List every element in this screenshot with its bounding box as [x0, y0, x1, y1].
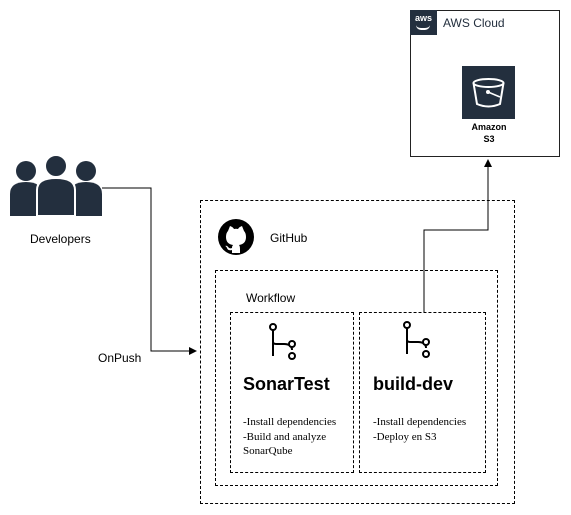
deploy-connector — [423, 159, 492, 312]
job-step: -Deploy en S3 — [373, 430, 437, 443]
job-build-dev — [359, 312, 486, 473]
job-title: SonarTest — [243, 374, 330, 394]
job-steps: -Install dependencies -Build and analyze… — [243, 415, 336, 459]
onpush-connector — [102, 187, 197, 355]
aws-cloud-group — [410, 10, 560, 157]
github-icon — [218, 219, 254, 260]
job-step: SonarQube — [243, 445, 293, 457]
aws-cloud-title: AWS Cloud — [443, 16, 505, 30]
github-group — [200, 200, 515, 504]
job-step: -Build and analyze — [243, 430, 327, 443]
workflow-group — [215, 270, 498, 486]
workflow-label: Workflow — [246, 291, 296, 305]
aws-logo-icon: aws — [410, 10, 437, 35]
s3-label: Amazon S3 — [471, 122, 507, 144]
job-title: build-dev — [373, 374, 453, 394]
branch-icon — [398, 320, 434, 365]
aws-logo-text: aws — [414, 13, 432, 23]
job-steps: -Install dependencies -Deploy en S3 — [373, 415, 466, 444]
job-sonartest — [230, 312, 354, 473]
developers-label: Developers — [30, 232, 91, 246]
github-label: GitHub — [270, 231, 308, 245]
s3-bucket-icon — [462, 66, 515, 119]
developers-icon — [8, 154, 104, 223]
job-step: -Install dependencies — [373, 416, 467, 428]
branch-icon — [264, 322, 300, 367]
onpush-label: OnPush — [98, 351, 142, 365]
job-step: -Install dependencies — [243, 416, 337, 428]
